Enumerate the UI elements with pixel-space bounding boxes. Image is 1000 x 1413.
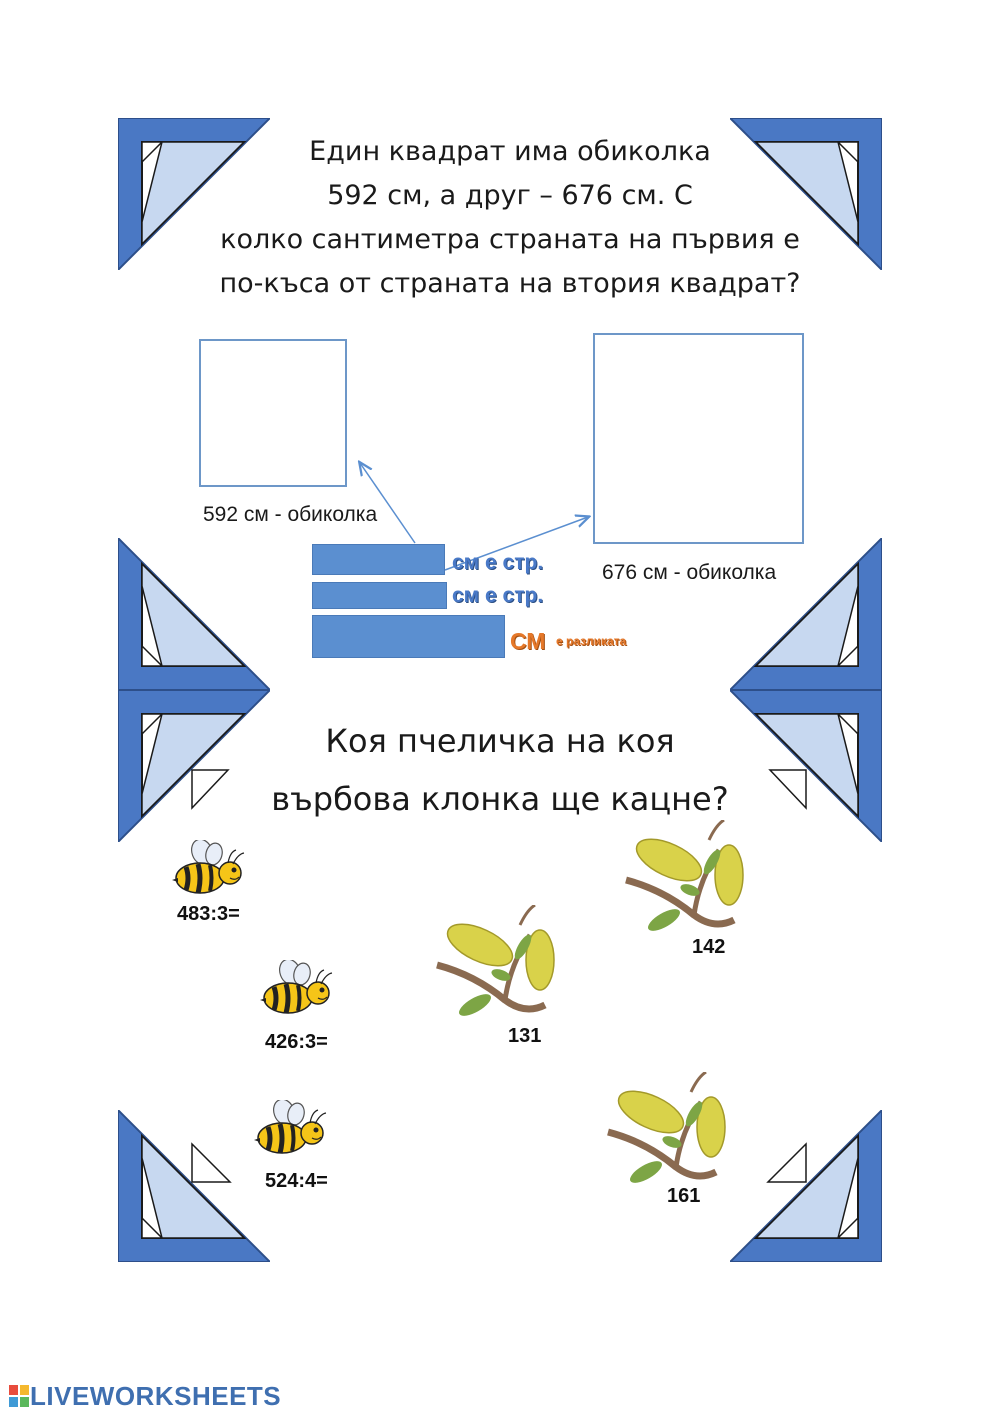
answer-unit-label-3: СМ — [510, 628, 546, 654]
task2-title-line-1: Коя пчеличка на коя — [325, 722, 675, 760]
answer-suffix-label-3: е разликата — [556, 634, 627, 648]
task1-title-line-4: по-къса от страната на втория квадрат? — [219, 268, 801, 299]
willow-branch-icon[interactable] — [435, 905, 565, 1020]
task1-title-line-1: Един квадрат има обиколка — [309, 136, 711, 167]
frame-corner-bottom-right-2 — [730, 1110, 882, 1262]
task1-title-line-2: 592 см, а друг – 676 см. С — [327, 180, 693, 211]
bee-expression-1: 483:3= — [177, 903, 240, 925]
footer-brand: LIVEWORKSHEETS — [8, 1381, 281, 1411]
task1-title-line-3: колко сантиметра страната на първия е — [220, 224, 800, 255]
bee-icon[interactable] — [170, 840, 250, 900]
answer-input-difference[interactable] — [312, 615, 505, 658]
footer-brand-text: LIVEWORKSHEETS — [30, 1380, 282, 1411]
small-square — [199, 339, 347, 487]
task1-title: Един квадрат има обиколка 592 см, а друг… — [170, 130, 850, 306]
branch-number-1: 142 — [692, 936, 726, 958]
answer-input-side-1[interactable] — [312, 544, 445, 575]
answer-input-side-2[interactable] — [312, 582, 447, 609]
small-square-caption: 592 см - обиколка — [203, 503, 378, 526]
task2-title-line-2: върбова клонка ще кацне? — [271, 780, 729, 818]
bee-expression-3: 524:4= — [265, 1170, 328, 1192]
answer-unit-label-1: см е стр. — [452, 551, 544, 574]
answer-unit-label-2: см е стр. — [452, 584, 544, 607]
decor-triangle-left — [191, 769, 230, 810]
bee-icon[interactable] — [258, 960, 338, 1020]
task2-title: Коя пчеличка на коя върбова клонка ще ка… — [200, 712, 800, 828]
decor-triangle-right — [768, 769, 807, 810]
bee-icon[interactable] — [252, 1100, 332, 1160]
frame-corner-bottom-left — [118, 538, 270, 690]
large-square — [593, 333, 804, 544]
large-square-caption: 676 см - обиколка — [602, 561, 777, 584]
decor-triangle-bottom-right — [766, 1142, 807, 1183]
liveworksheets-logo-icon — [9, 1385, 29, 1407]
willow-branch-icon[interactable] — [606, 1072, 736, 1187]
branch-number-2: 131 — [508, 1025, 542, 1047]
willow-branch-icon[interactable] — [624, 820, 754, 935]
decor-triangle-bottom-left — [191, 1142, 232, 1183]
branch-number-3: 161 — [667, 1185, 701, 1207]
frame-corner-bottom-left-2 — [118, 1110, 270, 1262]
bee-expression-2: 426:3= — [265, 1031, 328, 1053]
